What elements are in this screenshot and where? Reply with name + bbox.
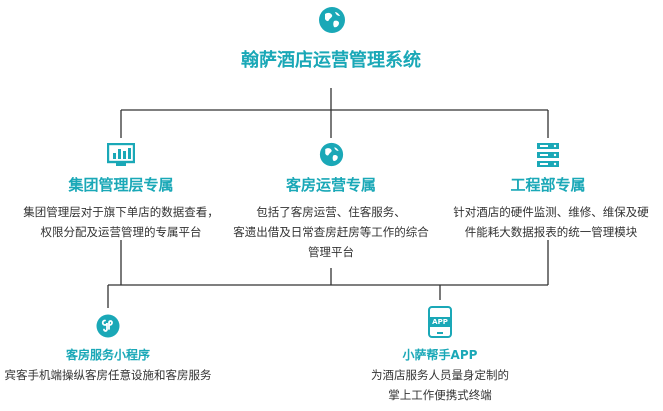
app-desc-room-service-mini-program: 宾客手机端操纵客房任意设施和客房服务: [4, 368, 212, 382]
module-desc-group-management: 集团管理层对于旗下单店的数据查看， 权限分配及运营管理的专属平台: [23, 205, 219, 239]
app-desc-xiaosa-helper: 为酒店服务人员量身定制的 掌上工作便携式终端: [371, 368, 509, 402]
globe-icon: [319, 142, 344, 167]
app-title-xiaosa-helper: 小萨帮手APP: [402, 348, 478, 362]
module-title-group-management: 集团管理层专属: [68, 176, 174, 194]
app-title-room-service-mini-program: 客房服务小程序: [65, 348, 150, 362]
bar-chart-icon: [107, 143, 135, 166]
mini-program-icon: [96, 314, 120, 338]
module-desc-room-operations: 包括了客房运营、住客服务、 客遗出借及日常查房赶房等工作的综合 管理平台: [233, 205, 429, 259]
server-icon: [537, 143, 559, 167]
app-badge-label: APP: [429, 317, 451, 327]
root-title: 翰萨酒店运营管理系统: [241, 50, 421, 71]
module-title-engineering: 工程部专属: [510, 176, 586, 194]
module-desc-engineering: 针对酒店的硬件监测、维修、维保及硬 件能耗大数据报表的统一管理模块: [453, 205, 649, 239]
phone-app-icon: APP: [428, 306, 452, 338]
globe-icon: [319, 7, 345, 33]
module-title-room-operations: 客房运营专属: [285, 176, 376, 194]
